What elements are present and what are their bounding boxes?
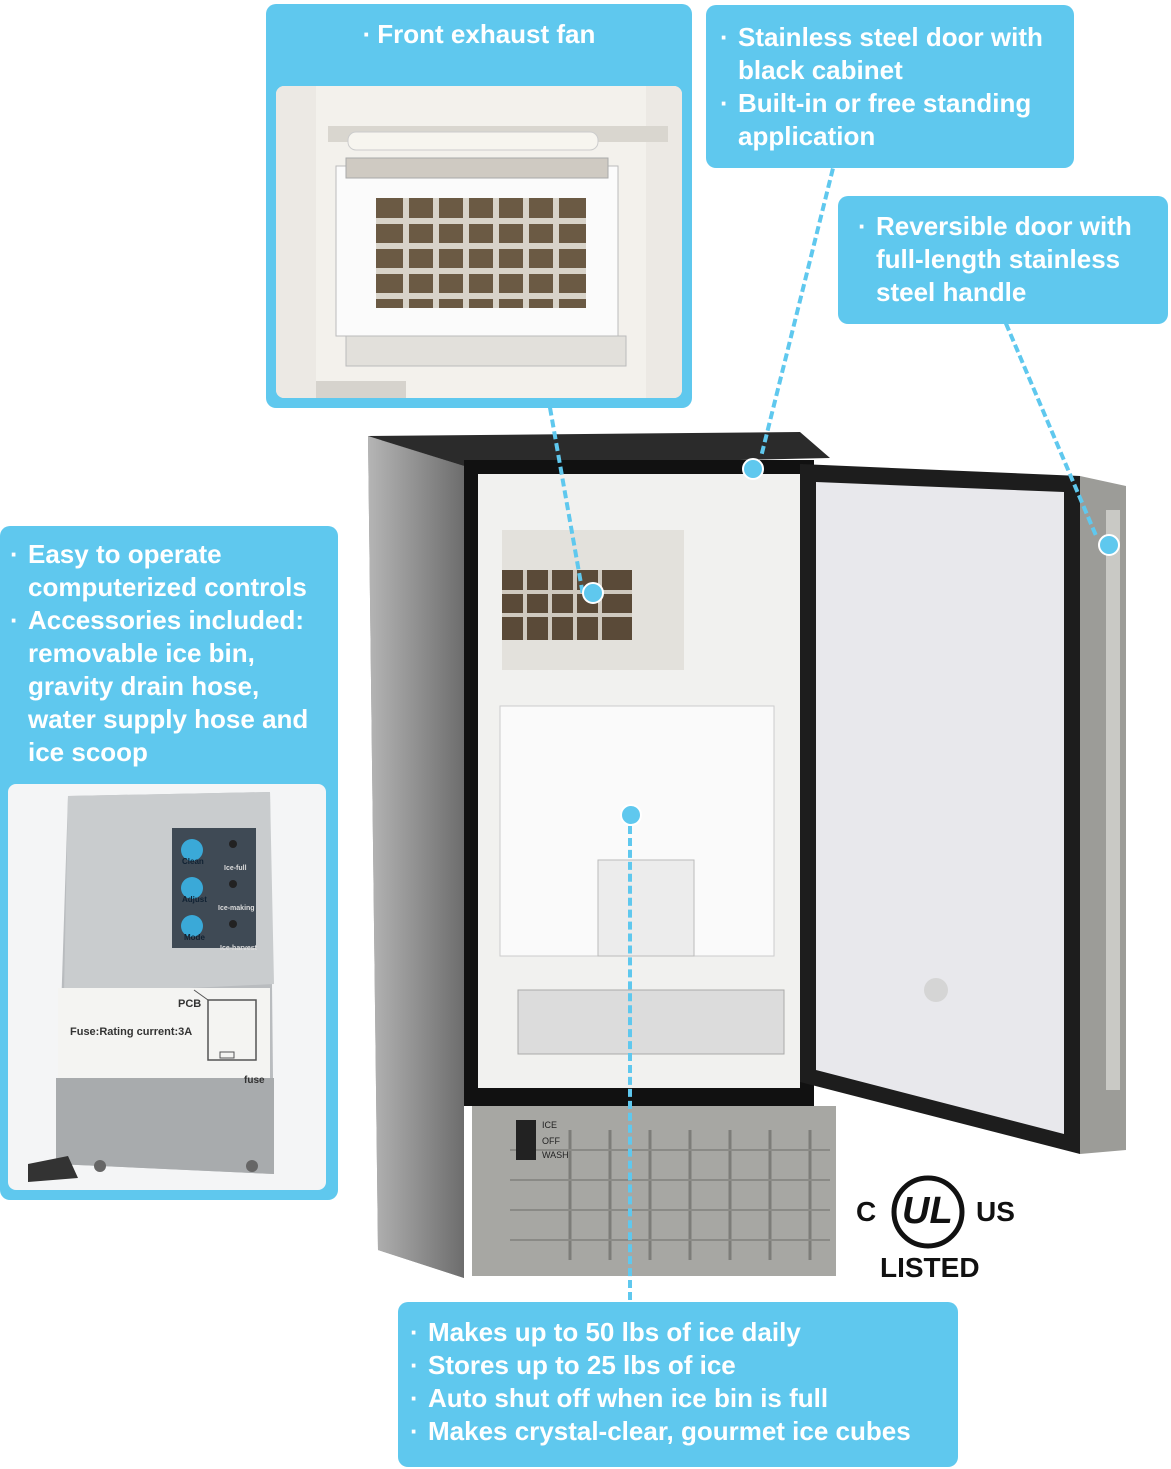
control-panel-photo: Clean Adjust Mode Ice-full Ice-making Ic… — [8, 784, 326, 1190]
callout-exhaust-text: ·Front exhaust fan — [362, 19, 596, 49]
fuse-rating-text: Fuse:Rating current:3A — [70, 1026, 193, 1038]
controls-item-1: Easy to operate computerized controls — [8, 538, 328, 604]
capacity-item-3: Auto shut off when ice bin is full — [408, 1382, 948, 1415]
switch-ice-label: ICE — [542, 1120, 558, 1130]
ice-making-label: Ice-making — [218, 905, 255, 912]
door-item-1: Stainless steel door with black cabinet — [718, 21, 1064, 87]
ul-listed-logo: C UL US LISTED — [850, 1172, 1020, 1284]
mode-button-label: Mode — [184, 933, 205, 942]
ul-c-mark: C — [856, 1196, 877, 1227]
fuse-label: fuse — [244, 1075, 265, 1086]
capacity-item-2: Stores up to 25 lbs of ice — [408, 1349, 948, 1382]
adjust-button-label: Adjust — [182, 895, 207, 904]
connector-door-dot — [742, 458, 764, 480]
ul-us-mark: US — [976, 1196, 1015, 1227]
callout-controls: Easy to operate computerized controls Ac… — [0, 526, 338, 1200]
callout-handle: Reversible door with full-length stainle… — [838, 196, 1168, 324]
switch-off-label: OFF — [542, 1136, 560, 1146]
ice-mold-photo — [276, 86, 682, 398]
door-item-2: Built-in or free standing application — [718, 87, 1064, 153]
exhaust-label: Front exhaust fan — [377, 19, 596, 49]
callout-capacity: Makes up to 50 lbs of ice daily Stores u… — [398, 1302, 958, 1467]
handle-item-1: Reversible door with full-length stainle… — [856, 210, 1158, 309]
ice-maker-unit: ICE OFF WASH — [360, 430, 1140, 1290]
controls-item-2: Accessories included: removable ice bin,… — [8, 604, 328, 769]
connector-exhaust-dot — [582, 582, 604, 604]
switch-wash-label: WASH — [542, 1150, 569, 1160]
connector-door — [759, 168, 835, 455]
capacity-item-4: Makes crystal-clear, gourmet ice cubes — [408, 1415, 948, 1448]
callout-exhaust-fan: ·Front exhaust fan — [266, 4, 692, 408]
connector-capacity — [628, 826, 632, 1300]
ice-harvest-label: Ice-harvest — [220, 945, 257, 952]
clean-button-label: Clean — [182, 857, 204, 866]
connector-capacity-dot — [620, 804, 642, 826]
ul-mark: UL — [902, 1190, 953, 1232]
connector-handle-dot — [1098, 534, 1120, 556]
ul-listed-text: LISTED — [880, 1252, 980, 1283]
pcb-label: PCB — [178, 998, 202, 1010]
callout-door: Stainless steel door with black cabinet … — [706, 5, 1074, 168]
ice-full-label: Ice-full — [224, 865, 247, 872]
capacity-item-1: Makes up to 50 lbs of ice daily — [408, 1316, 948, 1349]
